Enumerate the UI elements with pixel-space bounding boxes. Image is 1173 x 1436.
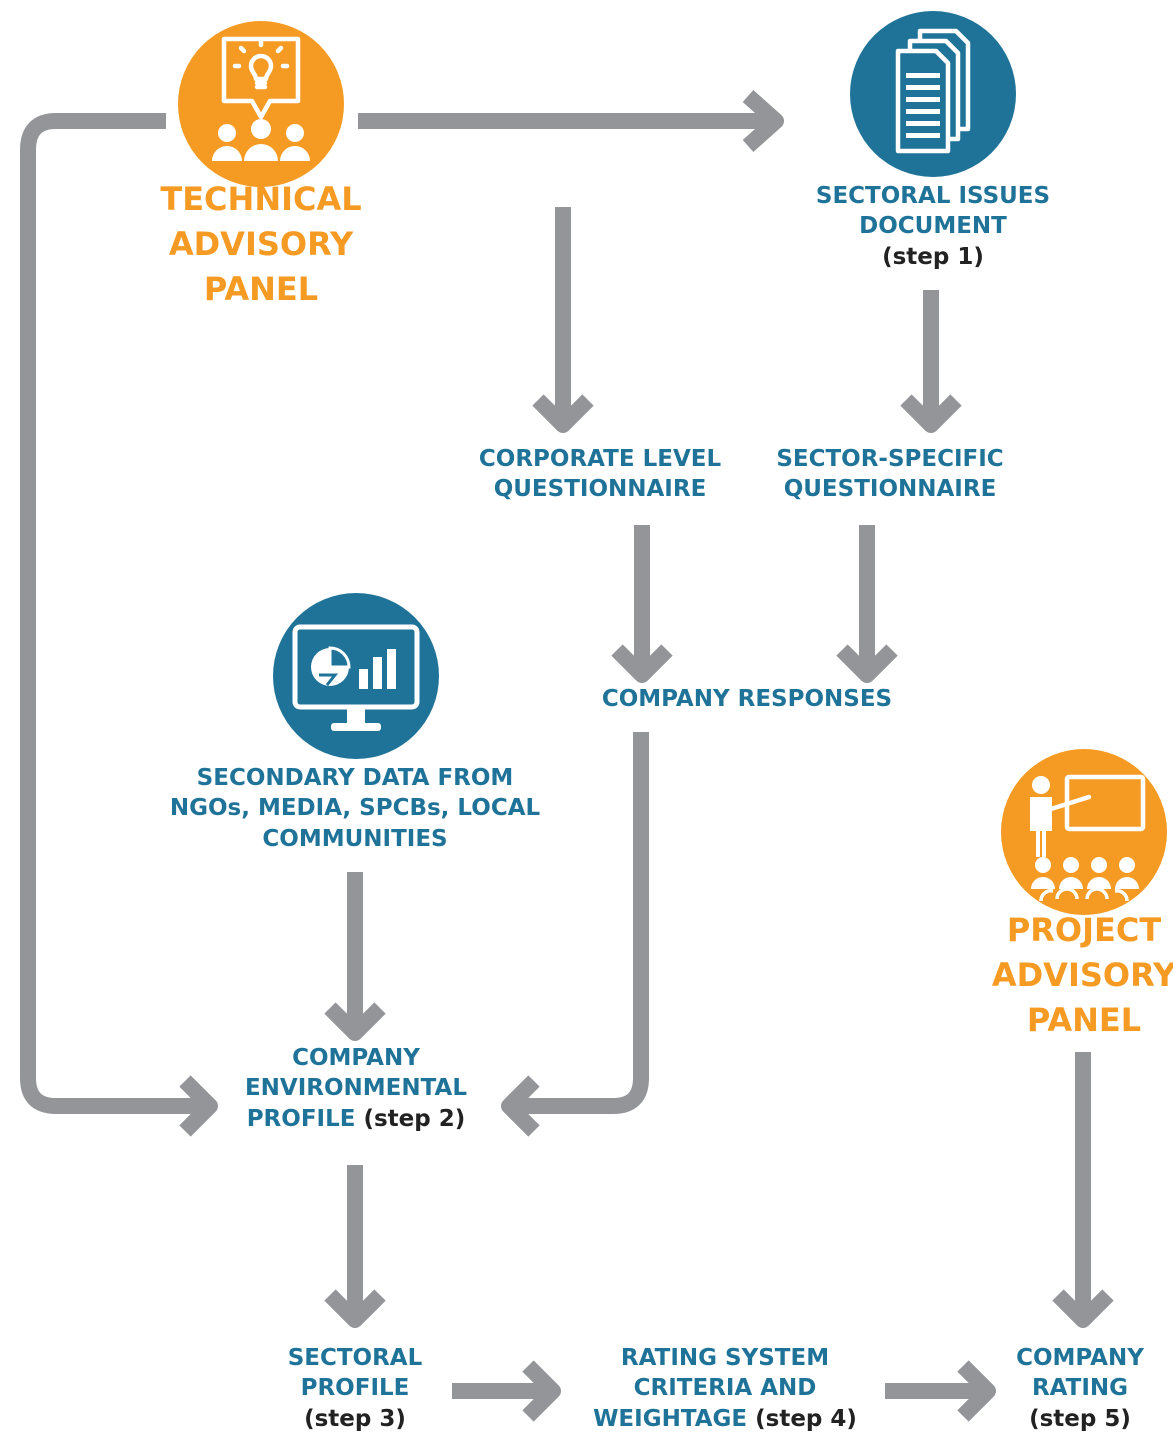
project-advisory-panel-label: PROJECT ADVISORY PANEL bbox=[974, 908, 1173, 1042]
arrowhead bbox=[836, 644, 898, 683]
arrow-panel-to-environmental-profile bbox=[20, 113, 202, 1114]
arrowhead bbox=[179, 1075, 218, 1137]
company-environmental-profile-label: COMPANY ENVIRONMENTAL PROFILE (step 2) bbox=[216, 1043, 496, 1134]
step-label: (step 5) bbox=[1029, 1405, 1131, 1432]
step-label: (step 1) bbox=[882, 243, 984, 270]
label-line: PROJECT bbox=[1006, 911, 1162, 949]
label-line: ENVIRONMENTAL bbox=[244, 1075, 468, 1102]
arrowhead bbox=[324, 1002, 386, 1041]
label-line: PANEL bbox=[1026, 1000, 1142, 1039]
label-line: RATING bbox=[1031, 1375, 1129, 1402]
label-line: ADVISORY bbox=[991, 955, 1173, 994]
corporate-level-questionnaire-label: CORPORATE LEVEL QUESTIONNAIRE bbox=[460, 444, 740, 505]
teacher-classroom-icon bbox=[1001, 749, 1167, 915]
label-line: ADVISORY bbox=[168, 224, 354, 263]
arrowhead bbox=[522, 1360, 561, 1422]
arrowhead bbox=[324, 1289, 386, 1328]
arrowhead bbox=[957, 1360, 996, 1422]
secondary-data-label: SECONDARY DATA FROM NGOs, MEDIA, SPCBs, … bbox=[150, 763, 560, 854]
arrowhead bbox=[742, 90, 784, 152]
arrow-responses-to-environmental-profile bbox=[514, 732, 649, 1114]
rating-system-label: RATING SYSTEM CRITERIA AND WEIGHTAGE (st… bbox=[580, 1343, 870, 1434]
label-line: PROFILE bbox=[300, 1375, 410, 1402]
label-line: DOCUMENT bbox=[859, 213, 1007, 240]
label-line: QUESTIONNAIRE bbox=[783, 476, 997, 503]
label-line: SECONDARY DATA FROM bbox=[196, 765, 514, 791]
label-line: COMPANY bbox=[1016, 1345, 1144, 1371]
label-line: QUESTIONNAIRE bbox=[493, 476, 707, 503]
monitor-chart-icon bbox=[273, 593, 439, 759]
sectoral-issues-document-label: SECTORAL ISSUES DOCUMENT (step 1) bbox=[793, 181, 1073, 272]
label-line: NGOs, MEDIA, SPCBs, LOCAL bbox=[169, 795, 541, 822]
label-line: COMPANY RESPONSES bbox=[601, 686, 893, 712]
label-line: PROFILE bbox=[246, 1105, 356, 1132]
sectoral-profile-label: SECTORAL PROFILE (step 3) bbox=[255, 1343, 455, 1434]
sector-specific-questionnaire-label: SECTOR-SPECIFIC QUESTIONNAIRE bbox=[750, 444, 1030, 505]
label-line: SECTOR-SPECIFIC bbox=[776, 446, 1004, 472]
company-responses-label: COMPANY RESPONSES bbox=[587, 684, 907, 714]
label-line: PANEL bbox=[203, 269, 319, 308]
arrowhead bbox=[611, 644, 673, 683]
arrowhead bbox=[501, 1075, 540, 1137]
step-label: (step 3) bbox=[304, 1405, 406, 1432]
arrowhead bbox=[900, 394, 962, 433]
company-rating-label: COMPANY RATING (step 5) bbox=[990, 1343, 1170, 1434]
label-line: COMMUNITIES bbox=[262, 825, 448, 852]
label-line: CRITERIA AND bbox=[633, 1375, 817, 1402]
documents-icon bbox=[850, 11, 1016, 177]
label-line: TECHNICAL bbox=[160, 180, 362, 218]
label-line: SECTORAL ISSUES bbox=[815, 183, 1051, 209]
label-line: WEIGHTAGE bbox=[593, 1405, 748, 1432]
label-line: COMPANY bbox=[292, 1045, 420, 1071]
lightbulb-presentation-icon bbox=[178, 21, 344, 187]
step-label: (step 4) bbox=[755, 1405, 857, 1432]
label-line: RATING SYSTEM bbox=[620, 1345, 830, 1371]
step-label: (step 2) bbox=[363, 1105, 466, 1132]
arrowhead bbox=[532, 394, 594, 433]
label-line: SECTORAL bbox=[287, 1345, 423, 1371]
technical-advisory-panel-label: TECHNICAL ADVISORY PANEL bbox=[131, 177, 391, 311]
label-line: CORPORATE LEVEL bbox=[478, 446, 722, 472]
arrowhead bbox=[1052, 1289, 1114, 1328]
